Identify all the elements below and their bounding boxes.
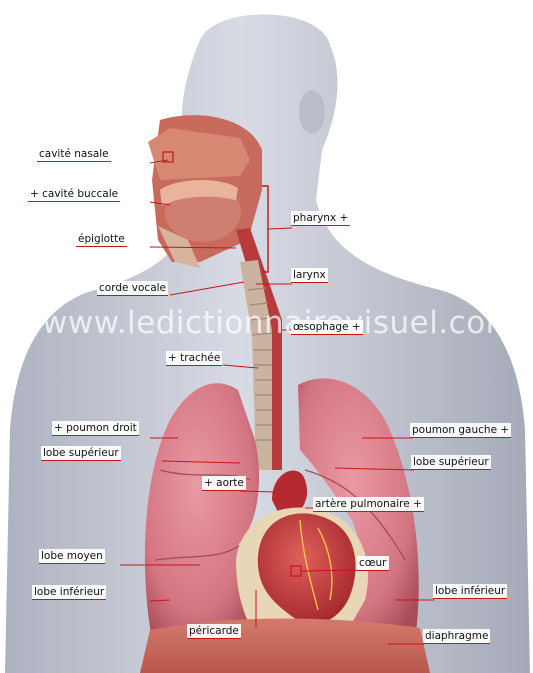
label-diaphragme[interactable]: diaphragme [423,629,490,644]
label-epiglotte[interactable]: épiglotte [76,232,127,247]
label-larynx[interactable]: larynx [291,268,328,283]
label-pharynx[interactable]: pharynx + [291,211,350,226]
label-corde-vocale[interactable]: corde vocale [97,281,168,296]
label-trachee[interactable]: + trachée [166,351,222,366]
label-lobe-inferieur-gauche[interactable]: lobe inférieur [433,584,507,599]
label-cavite-buccale[interactable]: + cavité buccale [28,187,120,202]
label-aorte[interactable]: + aorte [202,476,246,491]
label-lobe-superieur-droit[interactable]: lobe supérieur [41,446,121,461]
label-poumon-gauche[interactable]: poumon gauche + [410,423,511,438]
label-cavite-nasale[interactable]: cavité nasale [37,147,111,162]
watermark: www.ledictionnairevisuel.com [42,305,516,341]
label-coeur[interactable]: cœur [357,556,389,571]
label-poumon-droit[interactable]: + poumon droit [52,421,139,436]
ear [299,90,325,134]
diaphragm [140,618,430,673]
label-artere-pulmonaire[interactable]: artère pulmonaire + [313,497,424,512]
label-oesophage[interactable]: œsophage + [291,320,363,335]
label-lobe-moyen[interactable]: lobe moyen [39,549,105,564]
label-lobe-inferieur-droit[interactable]: lobe inférieur [32,585,106,600]
label-lobe-superieur-gauche[interactable]: lobe supérieur [411,455,491,470]
label-pericarde[interactable]: péricarde [187,624,241,639]
